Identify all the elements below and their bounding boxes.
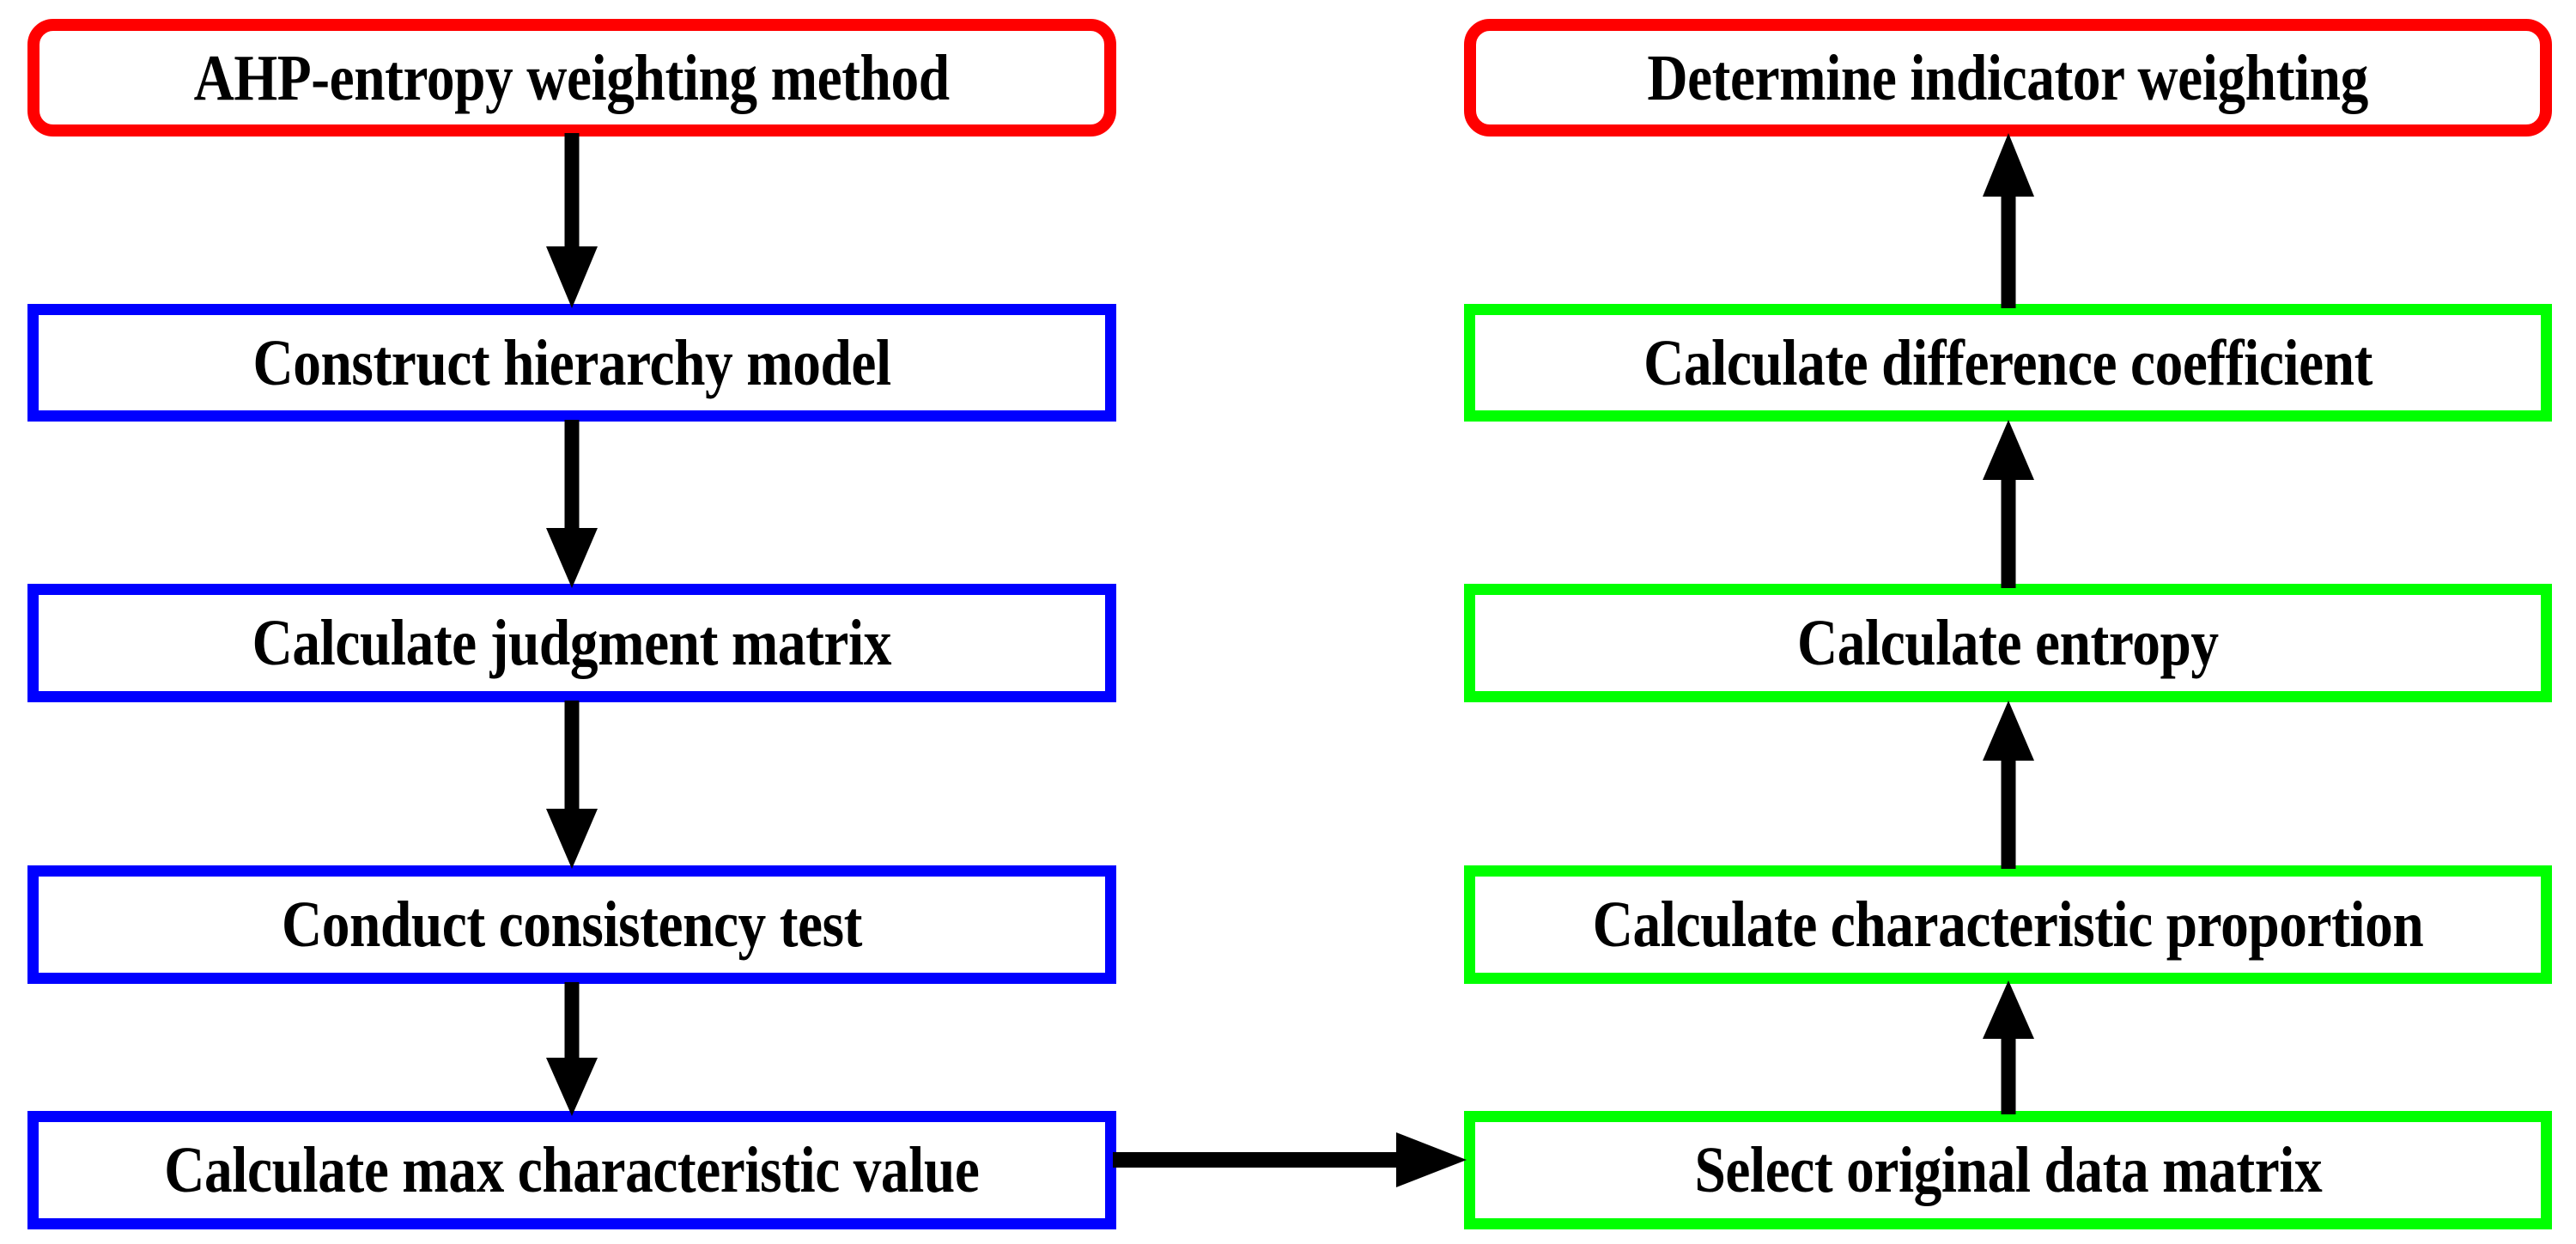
arrow-hierarchy-to-judgment: [539, 420, 608, 588]
arrow-ahp-to-hierarchy: [539, 133, 608, 308]
node-conduct-consistency-test[interactable]: Conduct consistency test: [27, 865, 1116, 984]
node-label: Calculate max characteristic value: [164, 1134, 980, 1206]
node-label: Calculate characteristic proportion: [1592, 889, 2424, 961]
node-ahp-entropy-weighting-method[interactable]: AHP-entropy weighting method: [27, 19, 1116, 137]
node-construct-hierarchy-model[interactable]: Construct hierarchy model: [27, 304, 1116, 422]
node-calculate-entropy[interactable]: Calculate entropy: [1464, 584, 2552, 702]
node-determine-indicator-weighting[interactable]: Determine indicator weighting: [1464, 19, 2552, 137]
node-label: Determine indicator weighting: [1647, 41, 2369, 114]
node-label: Calculate judgment matrix: [252, 607, 892, 679]
node-label: Conduct consistency test: [282, 889, 862, 961]
node-calculate-characteristic-proportion[interactable]: Calculate characteristic proportion: [1464, 865, 2552, 984]
arrow-consistency-to-maxvalue: [539, 982, 608, 1116]
node-label: Select original data matrix: [1694, 1134, 2322, 1206]
arrow-proportion-to-entropy: [1976, 701, 2044, 869]
arrow-entropy-to-difference: [1976, 420, 2044, 588]
node-select-original-data-matrix[interactable]: Select original data matrix: [1464, 1111, 2552, 1229]
arrow-datamatrix-to-proportion: [1976, 980, 2044, 1114]
node-calculate-judgment-matrix[interactable]: Calculate judgment matrix: [27, 584, 1116, 702]
arrow-difference-to-determine: [1976, 133, 2044, 308]
node-calculate-difference-coefficient[interactable]: Calculate difference coefficient: [1464, 304, 2552, 422]
node-calculate-max-characteristic-value[interactable]: Calculate max characteristic value: [27, 1111, 1116, 1229]
arrow-judgment-to-consistency: [539, 701, 608, 869]
arrow-maxvalue-to-datamatrix: [1113, 1127, 1473, 1196]
node-label: Calculate difference coefficient: [1643, 326, 2372, 399]
node-label: Calculate entropy: [1797, 607, 2219, 679]
node-label: Construct hierarchy model: [252, 326, 891, 399]
node-label: AHP-entropy weighting method: [194, 41, 950, 114]
